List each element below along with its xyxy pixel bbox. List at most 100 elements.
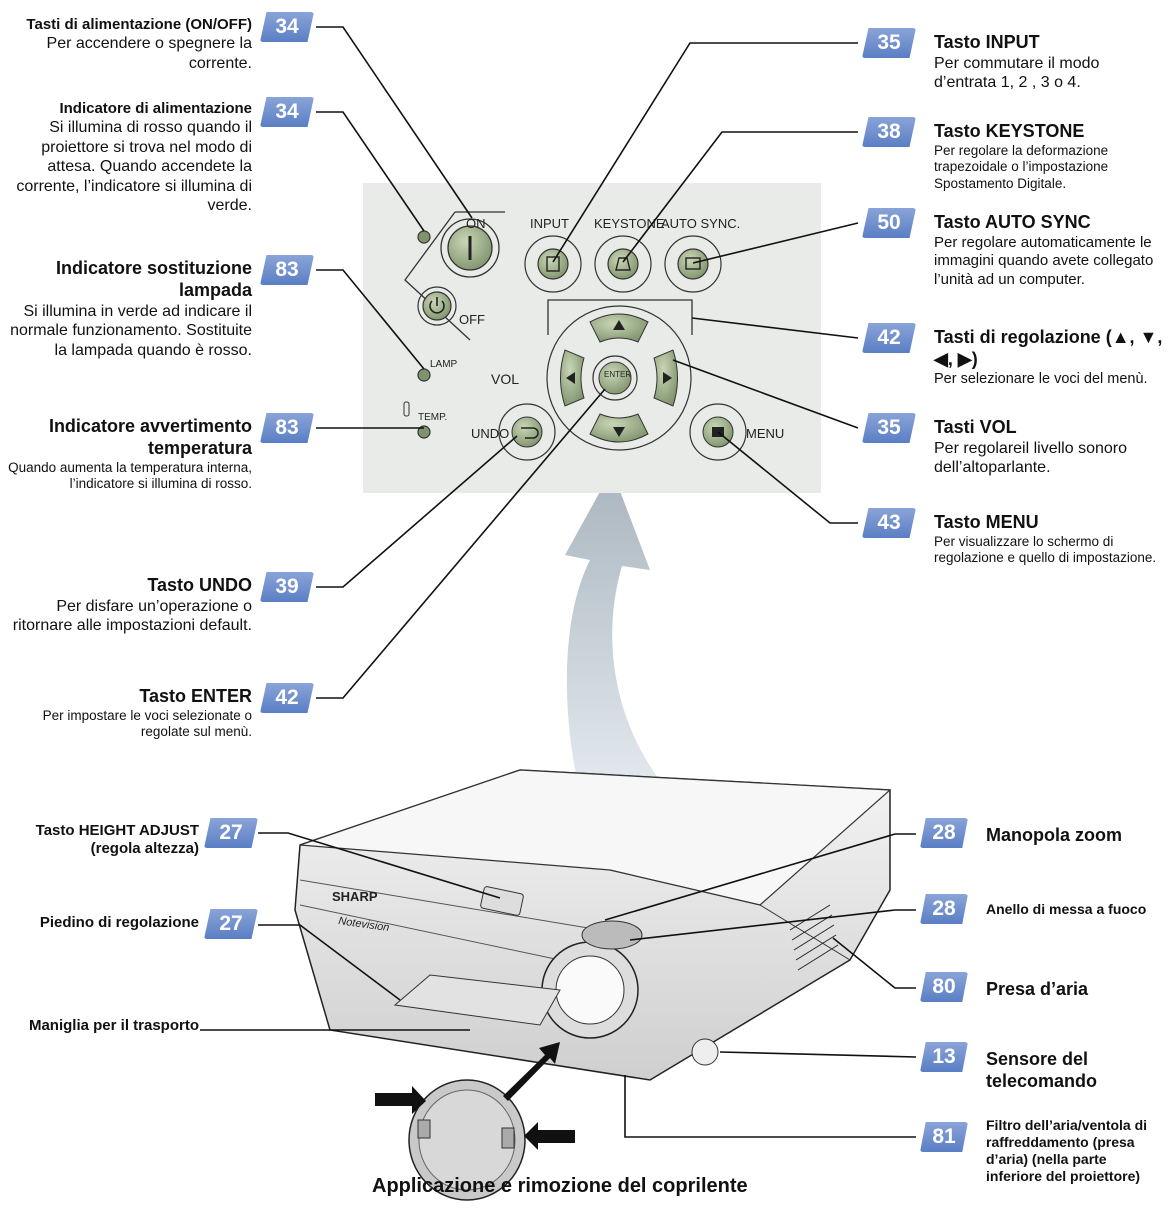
label-adjust: Tasti di regolazione (▲, ▼, ◀, ▶) Per se… [934,327,1166,389]
page-badge: 50 [862,208,916,238]
label-title: Anello di messa a fuoco [986,901,1147,917]
label-power-indicator: Indicatore di alimentazione Si illumina … [2,100,252,216]
power-led-icon [417,230,431,244]
arrow-icon [375,1042,575,1150]
page-badge: 34 [260,97,314,127]
caption: Applicazione e rimozione del coprilente [372,1175,748,1197]
temp-led-icon [417,425,431,439]
label-focus: Anello di messa a fuoco [986,901,1168,918]
power-group [404,211,505,341]
label-adjust-foot: Piedino di regolazione [4,914,199,932]
label-title: Indicatore avvertimento temperatura [48,416,252,458]
label-title: Indicatore sostituzione lampada [55,258,252,300]
page-badge: 28 [920,818,968,848]
label-title: Tasto ENTER [139,686,252,706]
dpad [546,305,692,451]
label-desc: Per disfare un’operazione o ritornare al… [12,597,252,635]
label-vent: Presa d’aria [986,979,1166,1001]
focus-ring [581,920,643,950]
label-title: Tasti di alimentazione (ON/OFF) [26,16,252,33]
label-title: Tasti di regolazione (▲, ▼, ◀, ▶) [934,327,1163,369]
label-title: Presa d’aria [986,979,1089,999]
panel-lamp-label: LAMP [430,359,458,370]
remote-sensor [691,1038,719,1066]
label-desc: Per regolare la deformazione trapezoidal… [934,142,1109,191]
page-badge: 34 [260,12,314,42]
label-title: Maniglia per il trasporto [28,1017,199,1034]
lamp-led-icon [417,368,431,382]
panel-enter-label: ENTER [604,370,631,379]
page-badge: 38 [862,117,916,147]
label-title: Indicatore di alimentazione [59,100,252,117]
panel-vol-label: VOL [491,371,519,387]
label-handle: Maniglia per il trasporto [4,1017,199,1035]
page-badge: 27 [204,818,258,848]
label-power-buttons: Tasti di alimentazione (ON/OFF) Per acce… [2,16,252,73]
page-badge: 42 [862,323,916,353]
page-badge: 39 [260,572,314,602]
page-badge: 42 [260,683,314,713]
panel-keystone-label: KEYSTONE [594,216,665,231]
label-desc: Per accendere o spegnere la corrente. [46,35,252,72]
label-title: Tasti VOL [934,417,1017,437]
label-height-adjust: Tasto HEIGHT ADJUST (regola altezza) [4,822,199,859]
lens-cap [408,1079,526,1201]
label-autosync: Tasto AUTO SYNC Per regolare automaticam… [934,212,1166,289]
label-lamp-indicator: Indicatore sostituzione lampada Si illum… [2,258,252,360]
label-enter: Tasto ENTER Per impostare le voci selezi… [2,686,252,741]
input-button [524,235,582,293]
thermometer-icon [403,401,410,417]
handle [393,974,561,1026]
label-input: Tasto INPUT Per commutare il modo d’entr… [934,32,1164,93]
label-title: Tasto MENU [934,512,1039,532]
label-title: Piedino di regolazione [39,914,199,931]
label-vol: Tasti VOL Per regolareil livello sonoro … [934,417,1166,478]
panel-temp-label: TEMP. [418,412,447,423]
label-desc: Per commutare il modo d’entrata 1, 2 , 3… [934,54,1100,92]
label-desc: Per selezionare le voci del menù. [934,370,1148,387]
page-badge: 13 [920,1042,968,1072]
label-menu: Tasto MENU Per visualizzare lo schermo d… [934,512,1166,567]
panel-undo-label: UNDO [471,426,509,441]
label-title: Filtro dell’aria/ventola di raffreddamen… [986,1117,1148,1185]
projector: SHARP Notevision [294,769,892,1081]
label-desc: Quando aumenta la temperatura interna, l… [8,459,252,492]
page-badge: 80 [920,972,968,1002]
page-badge: 35 [862,28,916,58]
label-undo: Tasto UNDO Per disfare un’operazione o r… [2,575,252,636]
panel-on-label: ON [466,216,486,231]
panel-autosync-label: AUTO SYNC. [661,216,740,231]
label-desc: Per regolareil livello sonoro dell’altop… [934,439,1127,477]
label-remote-sensor: Sensore del telecomando [986,1049,1166,1093]
label-title: Tasto KEYSTONE [934,121,1085,141]
label-title: Tasto UNDO [147,575,252,595]
page-badge: 83 [260,255,314,285]
label-desc: Per impostare le voci selezionate o rego… [42,707,252,740]
panel-input-label: INPUT [530,216,569,231]
label-desc: Si illumina in verde ad indicare il norm… [10,302,252,359]
label-keystone: Tasto KEYSTONE Per regolare la deformazi… [934,121,1166,192]
page-badge: 28 [920,894,968,924]
label-title: Tasto INPUT [934,32,1040,52]
page-badge: 27 [204,909,258,939]
page-badge: 43 [862,508,916,538]
label-title: Tasto AUTO SYNC [934,212,1091,232]
label-title: Manopola zoom [986,825,1122,845]
undo-button [498,403,556,461]
enter-button [598,361,632,395]
label-title: Sensore del telecomando [986,1049,1098,1091]
upward-arrow-icon [565,470,690,815]
page-badge: 81 [920,1122,968,1152]
page-badge: 83 [260,413,314,443]
autosync-button [664,235,722,293]
brand-label: SHARP [332,889,378,904]
label-title: Tasto HEIGHT ADJUST (regola altezza) [35,822,199,858]
page-badge: 35 [862,413,916,443]
label-temp-indicator: Indicatore avvertimento temperatura Quan… [2,416,252,493]
label-desc: Per visualizzare lo schermo di regolazio… [934,533,1157,566]
keystone-button [594,235,652,293]
label-zoom: Manopola zoom [986,825,1166,847]
label-filter: Filtro dell’aria/ventola di raffreddamen… [986,1117,1166,1185]
panel-off-label: OFF [459,312,485,327]
